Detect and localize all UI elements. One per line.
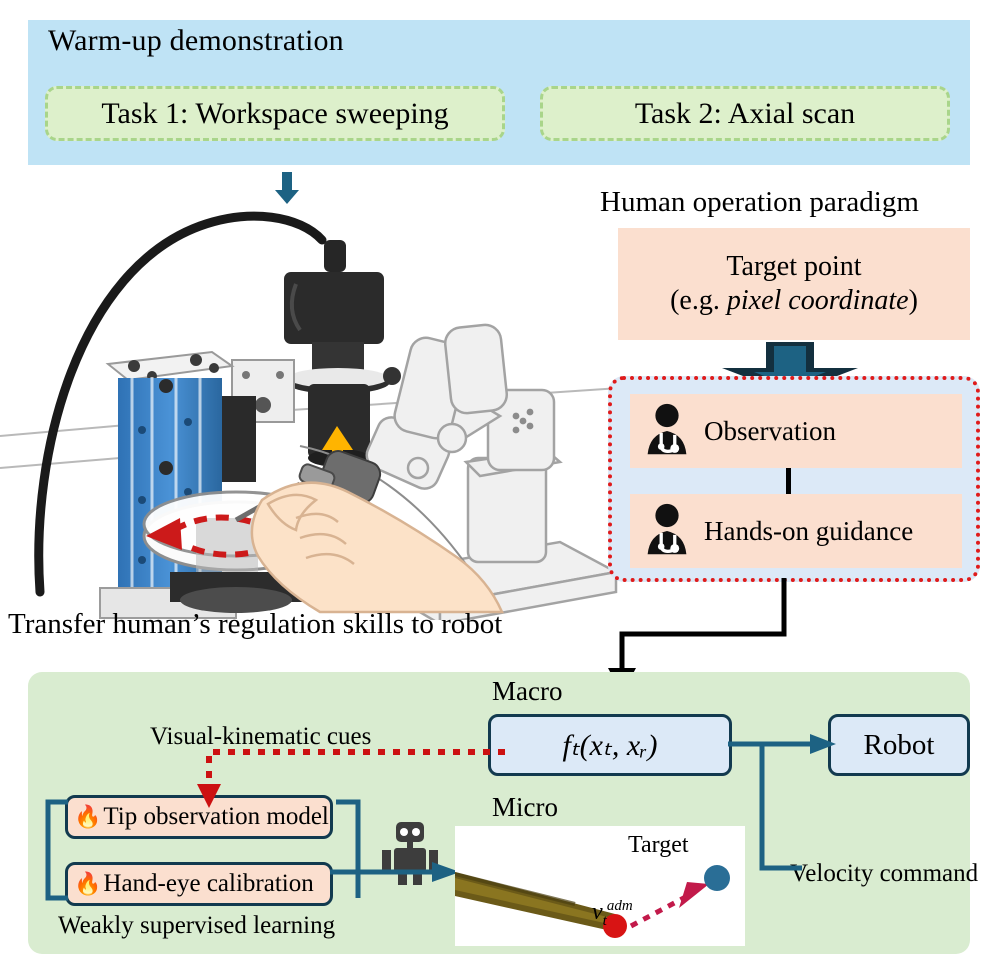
weakly-supervised-learning-label: Weakly supervised learning <box>58 912 336 939</box>
target-point-suffix: ) <box>908 285 918 316</box>
visual-kinematic-cues-label: Visual-kinematic cues <box>150 723 372 750</box>
tip-observation-model-box[interactable]: 🔥 Tip observation model <box>65 795 333 839</box>
velocity-command-bracket <box>759 742 802 871</box>
human-in-the-loop-panel: Observation Hands-on guidance <box>608 376 980 582</box>
micro-velocity-sub: t <box>602 912 607 929</box>
task-card-2-label: Task 2: Axial scan <box>634 96 856 130</box>
task-card-1-label: Task 1: Workspace sweeping <box>101 96 449 130</box>
macro-function-box[interactable]: fₜ(xₜ, xᵣ) <box>488 714 732 776</box>
micro-label: Micro <box>492 792 558 822</box>
hand-eye-calibration-label: Hand-eye calibration <box>103 870 314 897</box>
role-observation[interactable]: Observation <box>630 394 962 468</box>
target-point-line-2: (e.g. pixel coordinate) <box>670 284 918 318</box>
micro-velocity-sup: adm <box>606 898 633 914</box>
flame-icon: 🔥 <box>74 871 102 896</box>
task-card-1[interactable]: Task 1: Workspace sweeping <box>45 86 505 141</box>
target-point-emphasis: pixel coordinate <box>726 285 909 316</box>
tip-observation-model-label: Tip observation model <box>103 803 329 830</box>
target-point-prefix: (e.g. <box>670 285 727 316</box>
role-hands-on-guidance[interactable]: Hands-on guidance <box>630 494 962 568</box>
micro-velocity-symbol: v <box>592 899 603 925</box>
macro-label: Macro <box>492 676 563 706</box>
role-guidance-label: Hands-on guidance <box>704 515 914 546</box>
role-observation-label: Observation <box>704 415 836 446</box>
visual-cues-arrow <box>197 749 505 808</box>
target-point-line-1: Target point <box>726 250 862 282</box>
target-point-box: Target point (e.g. pixel coordinate) <box>618 228 970 340</box>
velocity-command-label: Velocity command <box>790 860 979 887</box>
macro-to-robot-arrow <box>728 734 836 754</box>
human-paradigm-title: Human operation paradigm <box>600 186 919 218</box>
role-connector <box>786 468 791 494</box>
flame-icon: 🔥 <box>74 804 102 829</box>
robot-icon <box>382 822 438 885</box>
robot-box-label: Robot <box>863 728 935 761</box>
macro-function-label: fₜ(xₜ, xᵣ) <box>562 728 658 762</box>
robot-microscope-workbench-illustration <box>0 211 620 620</box>
micro-velocity-label: vtadm <box>592 898 633 930</box>
micro-view-inset <box>455 826 745 946</box>
doctor-icon <box>647 403 687 455</box>
doctor-icon <box>647 503 687 555</box>
robot-box[interactable]: Robot <box>828 714 970 776</box>
warmup-title: Warm-up demonstration <box>48 24 344 57</box>
model-bracket <box>45 799 361 901</box>
transfer-caption: Transfer human’s regulation skills to ro… <box>8 608 503 640</box>
micro-feed-arrow <box>330 862 460 882</box>
task-card-2[interactable]: Task 2: Axial scan <box>540 86 950 141</box>
hand-eye-calibration-box[interactable]: 🔥 Hand-eye calibration <box>65 862 333 906</box>
down-arrow-icon <box>275 172 299 204</box>
micro-target-label: Target <box>628 832 689 858</box>
